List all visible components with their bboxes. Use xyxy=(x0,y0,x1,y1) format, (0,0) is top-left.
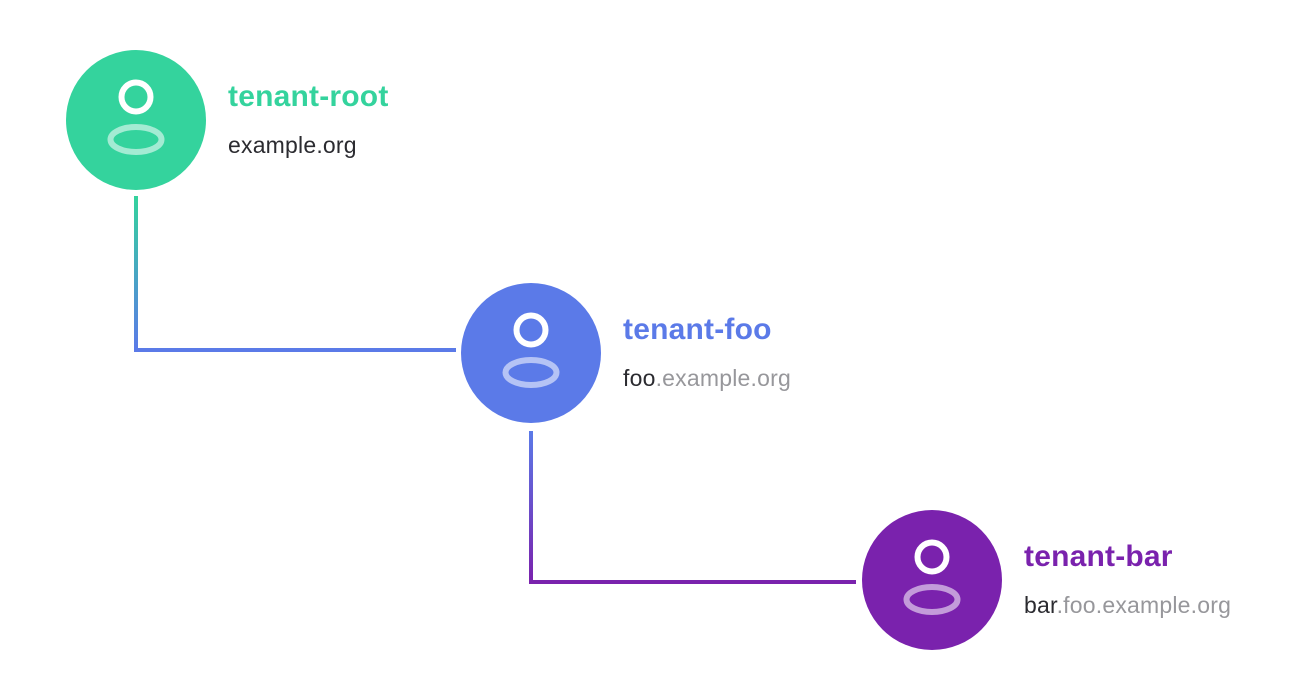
avatar-background xyxy=(66,50,206,190)
tenant-label: tenant-root example.org xyxy=(228,80,389,160)
connector-root-to-foo xyxy=(134,196,456,352)
avatar-background xyxy=(461,283,601,423)
tenant-label: tenant-bar bar.foo.example.org xyxy=(1024,540,1231,620)
avatar-torso xyxy=(502,357,560,388)
domain-suffix: .example.org xyxy=(655,365,791,391)
tenant-domain: example.org xyxy=(228,130,389,160)
tenant-label: tenant-foo foo.example.org xyxy=(623,313,791,393)
avatar-head xyxy=(118,79,154,115)
tenant-name: tenant-bar xyxy=(1024,540,1173,573)
tenant-domain: bar.foo.example.org xyxy=(1024,590,1231,620)
avatar-head xyxy=(513,312,549,348)
domain-suffix: .foo.example.org xyxy=(1056,592,1232,618)
tenant-node-root: tenant-root example.org xyxy=(66,50,389,190)
tenant-node-foo: tenant-foo foo.example.org xyxy=(461,283,791,423)
domain-prefix: foo xyxy=(623,365,656,391)
domain-prefix: example.org xyxy=(228,132,357,158)
avatar-torso xyxy=(107,124,165,155)
avatar-torso xyxy=(903,584,961,615)
tenant-name: tenant-foo xyxy=(623,313,772,346)
user-avatar-icon xyxy=(862,510,1002,650)
user-avatar-icon xyxy=(66,50,206,190)
avatar-background xyxy=(862,510,1002,650)
domain-prefix: bar xyxy=(1024,592,1057,618)
tenant-domain: foo.example.org xyxy=(623,363,791,393)
avatar-head xyxy=(914,539,950,575)
tenant-name: tenant-root xyxy=(228,80,389,113)
connector-foo-to-bar xyxy=(529,431,856,584)
user-avatar-icon xyxy=(461,283,601,423)
tenant-node-bar: tenant-bar bar.foo.example.org xyxy=(862,510,1231,650)
